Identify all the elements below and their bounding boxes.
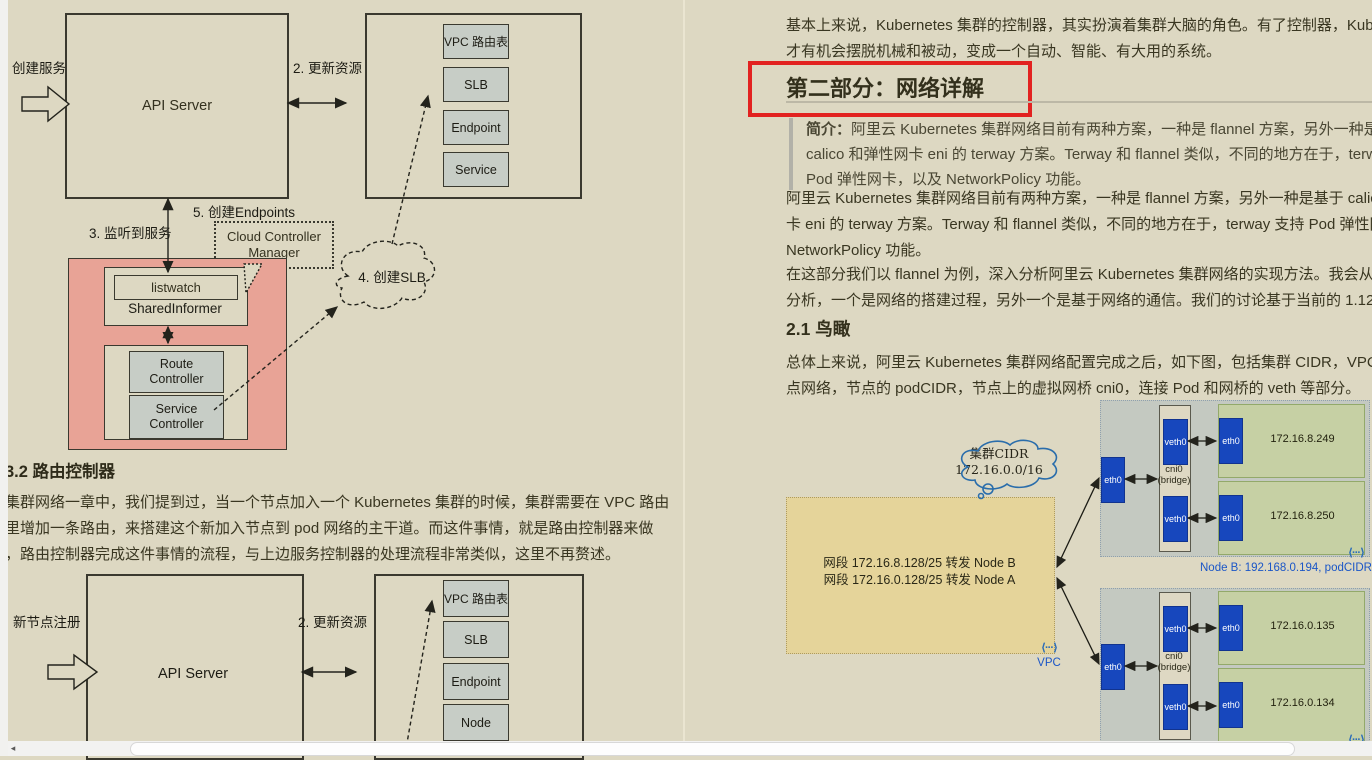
node-b-caption: Node B: 192.168.0.194, podCIDR 172.16.8.… [1200,562,1372,574]
page-right: 基本上来说，Kubernetes 集群的控制器，其实扮演着集群大脑的角色。有了控… [690,0,1372,756]
resource-vpc-route-table-2: VPC 路由表 [443,580,509,617]
vpc-expand-icon: ⟨···⟩ [1040,642,1058,654]
update-resource-label-bottom: 2. 更新资源 [298,615,368,630]
api-server-label-bottom: API Server [157,666,229,682]
resource-endpoint-2: Endpoint [443,663,509,700]
resource-endpoint: Endpoint [443,110,509,145]
node-a-pod-2-eth0: eth0 [1219,682,1243,728]
vpc-label: VPC [1037,657,1061,669]
heading-rule [786,101,1372,103]
terway-paragraph: 阿里云 Kubernetes 集群网络目前有两种方案，一种是 flannel 方… [786,190,1372,259]
create-slb-label: 4. 创建SLB [358,270,426,285]
scroll-left-arrow-icon[interactable]: ◂ [10,743,16,753]
route-controller-box: Route Controller [129,351,224,393]
new-node-register-label: 1. 新节点注册 [0,615,81,630]
red-highlight-box [748,61,1032,117]
vpc-route-table-text: 网段 172.16.8.128/25 转发 Node B 网段 172.16.0… [823,556,1016,587]
update-resource-label-top: 2. 更新资源 [293,61,363,76]
node-b-pod-1-ip: 172.16.8.249 [1270,433,1335,445]
part2-heading: 第二部分：网络详解 [786,76,985,101]
vertical-scrollbar-track[interactable] [0,0,8,756]
node-b-pod-2-ip: 172.16.8.250 [1270,510,1335,522]
flannel-paragraph: 在这部分我们以 flannel 为例，深入分析阿里云 Kubernetes 集群… [786,266,1372,309]
resource-service: Service [443,152,509,187]
shared-informer-label: SharedInformer [128,301,222,316]
node-b-pod-2-eth0: eth0 [1219,495,1243,541]
resource-node-2: Node [443,704,509,741]
node-a-pod-1-eth0: eth0 [1219,605,1243,651]
node-a-eth0: eth0 [1101,644,1125,690]
node-b-eth0: eth0 [1101,457,1125,503]
blockquote-label: 简介： [806,121,852,138]
create-service-label: 创建服务 [12,61,66,76]
overview-paragraph: 总体上来说，阿里云 Kubernetes 集群网络配置完成之后，如下图，包括集群… [786,354,1372,397]
node-b-pod-1-eth0: eth0 [1219,418,1243,464]
horizontal-scrollbar-thumb[interactable] [130,742,1295,756]
section-2-1-heading: 2.1 鸟瞰 [786,319,851,339]
node-a-veth0-1: veth0 [1163,606,1188,652]
resource-slb: SLB [443,67,509,102]
section-3-2-heading: 3.2 路由控制器 [5,463,116,481]
page-divider [683,0,685,756]
vpc-route-table-box [786,497,1055,654]
intro-blockquote: 简介：阿里云 Kubernetes 集群网络目前有两种方案，一种是 flanne… [806,121,1372,188]
intro-paragraph: 基本上来说，Kubernetes 集群的控制器，其实扮演着集群大脑的角色。有了控… [786,17,1372,60]
resource-slb-2: SLB [443,621,509,658]
node-a-pod-2-ip: 172.16.0.134 [1270,697,1335,709]
api-server-box-top: API Server [65,13,289,199]
section-3-2-paragraph: 集群网络一章中，我们提到过，当一个节点加入一个 Kubernetes 集群的时候… [5,494,670,563]
cluster-cidr-cloud-label: 集群CIDR 172.16.0.0/16 [955,446,1043,477]
service-controller-box: Service Controller [129,395,224,439]
resources-box-top [365,13,582,199]
page-left: 创建服务 API Server 2. 更新资源 VPC 路由表 SLB Endp… [0,0,683,760]
node-a-pod-1-ip: 172.16.0.135 [1270,620,1335,632]
watch-service-label: 3. 监听到服务 [89,226,172,241]
listwatch-box: listwatch [114,275,238,300]
node-b-cni0-label: cni0 (bridge) [1157,464,1191,486]
blockquote-bar [789,118,793,190]
node-b-veth0-1: veth0 [1163,419,1188,465]
node-b-expand-icon: ⟨···⟩ [1348,547,1365,559]
create-endpoints-label: 5. 创建Endpoints [193,205,296,220]
node-a-cni0-label: cni0 (bridge) [1157,651,1191,673]
node-b-veth0-2: veth0 [1163,496,1188,542]
node-a-veth0-2: veth0 [1163,684,1188,730]
resource-vpc-route-table: VPC 路由表 [443,24,509,59]
